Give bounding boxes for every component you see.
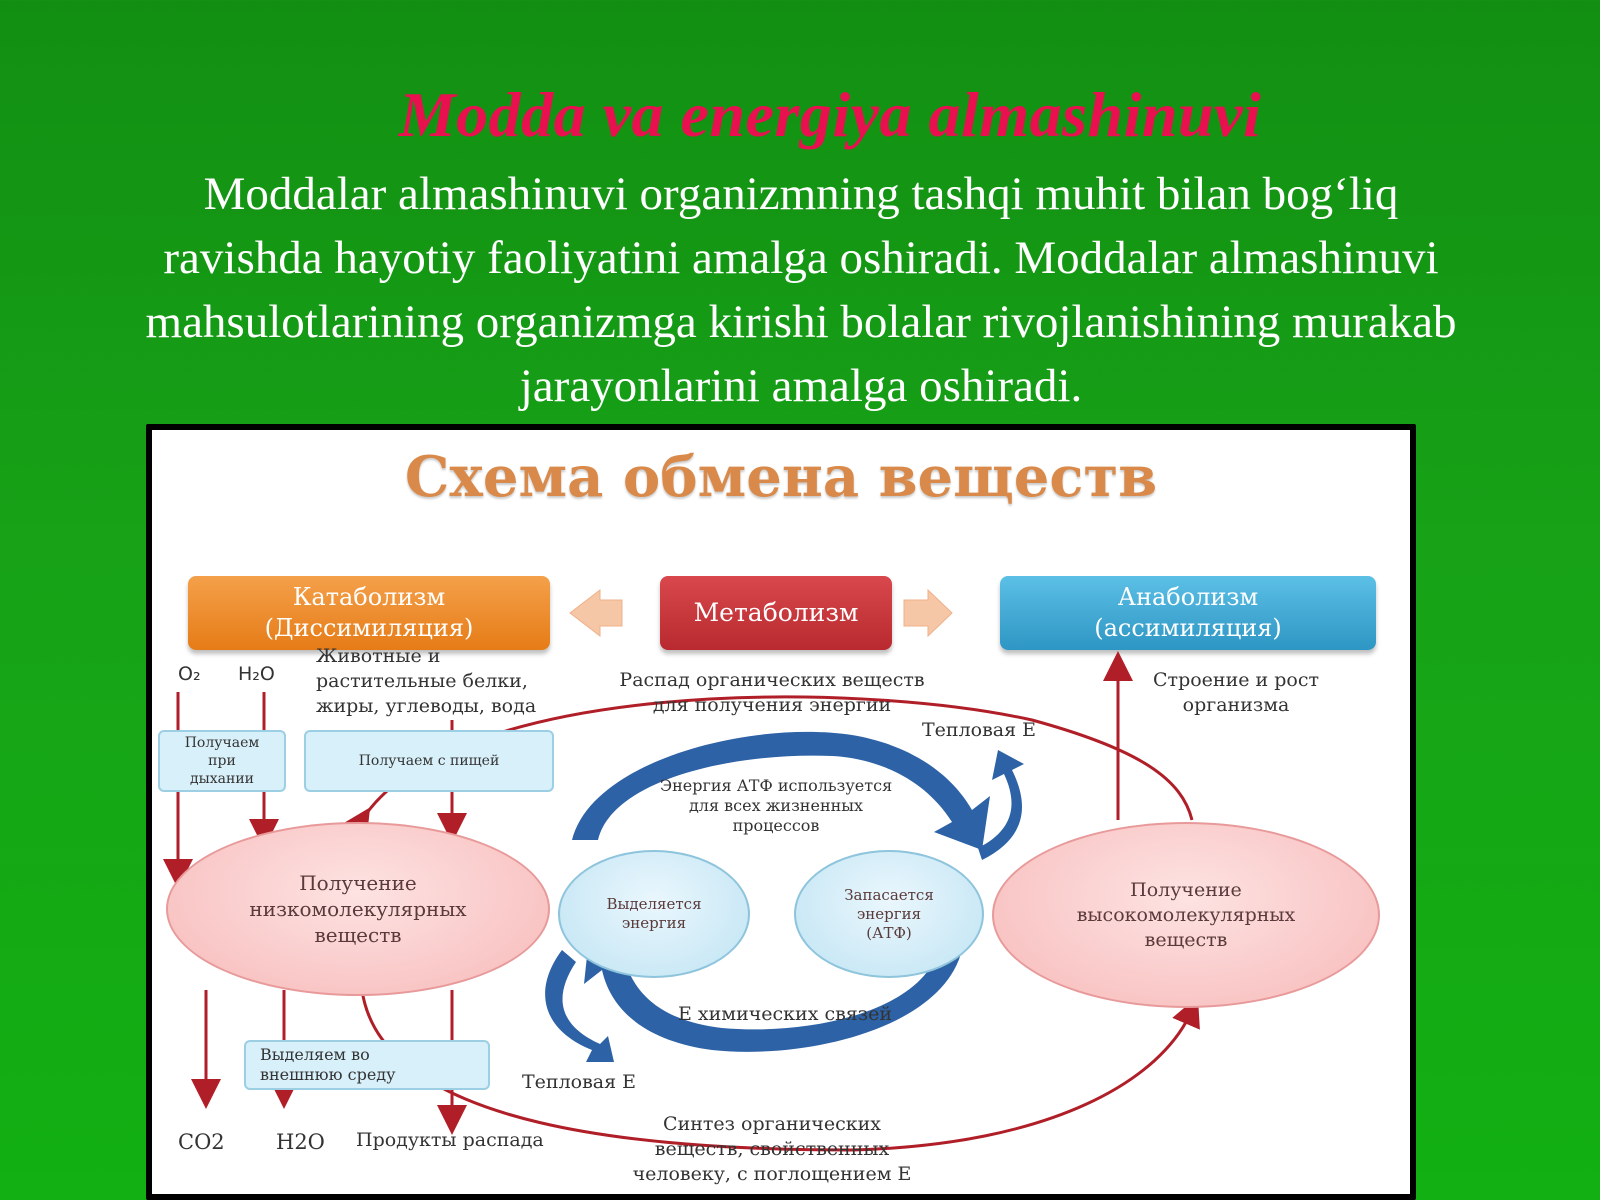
paragraph-line-3: mahsulotlarining organizmga kirishi bola… <box>145 296 1457 348</box>
left-block-arrow-icon <box>569 588 623 638</box>
paragraph-line-4: jarayonlarini amalga oshiradi. <box>519 360 1083 412</box>
atp-energy-line-1: Энергия АТФ используется <box>659 776 893 795</box>
animal-proteins-line-1: Животные и <box>316 645 441 667</box>
catabolism-label: Катаболизм <box>292 583 446 611</box>
received-breathing-line-3: дыхании <box>189 771 254 787</box>
synthesis-line-1: Синтез органических <box>663 1113 881 1135</box>
energy-stored-line-3: (АТФ) <box>866 923 912 942</box>
high-molecular-line-1: Получение <box>1130 878 1242 901</box>
chemical-bonds-label: Е химических связей <box>678 1003 893 1025</box>
h2o-top-label: H₂O <box>238 663 275 685</box>
high-molecular-ellipse: Получение высокомолекулярных веществ <box>992 822 1380 1008</box>
atp-energy-text: Энергия АТФ используется для всех жизнен… <box>636 776 916 836</box>
breakdown-line-1: Распад органических веществ <box>619 669 925 691</box>
o2-label: O₂ <box>178 663 201 685</box>
energy-released-line-1: Выделяется <box>606 895 702 913</box>
growth-text: Строение и рост организма <box>1136 668 1336 718</box>
anabolism-box: Анаболизм (ассимиляция) <box>1000 576 1376 650</box>
growth-line-2: организма <box>1182 694 1290 716</box>
received-food-label: Получаем с пищей <box>358 753 500 769</box>
diagram-title: Схема обмена веществ <box>404 444 1158 510</box>
catabolism-box: Катаболизм (Диссимиляция) <box>188 576 550 650</box>
heat-top-label: Тепловая Е <box>922 719 1037 741</box>
energy-stored-ellipse: Запасается энергия (АТФ) <box>794 850 984 978</box>
blue-cycle-bottom-arrow-icon <box>584 928 962 1052</box>
blue-heat-bottom-arrow-icon <box>545 950 614 1062</box>
atp-energy-line-2: для всех жизненных <box>688 796 864 815</box>
metabolism-box: Метаболизм <box>660 576 892 650</box>
breakdown-text: Распад органических веществ для получени… <box>592 668 952 718</box>
energy-stored-line-1: Запасается <box>844 885 934 904</box>
received-breathing-line-2: при <box>208 753 236 769</box>
animal-proteins-text: Животные и растительные белки, жиры, угл… <box>316 644 536 719</box>
animal-proteins-line-2: растительные белки, <box>316 670 528 692</box>
excrete-line-1: Выделяем во <box>260 1045 370 1064</box>
received-food-box: Получаем с пищей <box>304 730 554 792</box>
slide-title: Modda va energiya almashinuvi <box>398 79 1262 150</box>
synthesis-line-2: веществ, свойственных <box>654 1138 890 1160</box>
high-molecular-line-3: веществ <box>1144 928 1228 951</box>
energy-released-line-2: энергия <box>621 914 687 932</box>
decay-products-label: Продукты распада <box>356 1129 544 1151</box>
breakdown-line-2: для получения энергии <box>652 694 892 716</box>
anabolism-sublabel: (ассимиляция) <box>1094 614 1282 642</box>
received-breathing-box: Получаем при дыхании <box>158 730 286 792</box>
energy-stored-line-2: энергия <box>856 904 922 923</box>
catabolism-sublabel: (Диссимиляция) <box>264 614 474 642</box>
right-block-arrow-icon <box>903 588 953 638</box>
low-molecular-line-1: Получение <box>299 871 417 895</box>
synthesis-line-3: человеку, с поглощением Е <box>632 1163 912 1185</box>
low-molecular-ellipse: Получение низкомолекулярных веществ <box>166 822 550 996</box>
atp-energy-line-3: процессов <box>732 816 820 835</box>
metabolism-diagram: Схема обмена веществ Катаболизм (Диссими… <box>152 430 1410 1194</box>
blue-cycle-top-arrow-icon <box>572 731 990 850</box>
anabolism-label: Анаболизм <box>1117 583 1259 611</box>
low-molecular-line-2: низкомолекулярных <box>249 897 467 921</box>
low-molecular-line-3: веществ <box>314 923 402 947</box>
co2-label: CO2 <box>178 1130 225 1154</box>
heat-bottom-label: Тепловая Е <box>522 1071 637 1093</box>
synthesis-text: Синтез органических веществ, свойственны… <box>622 1112 922 1187</box>
excrete-box: Выделяем во внешнюю среду <box>244 1040 490 1090</box>
paragraph-line-1: Moddalar almashinuvi organizmning tashqi… <box>203 168 1399 220</box>
h2o-bottom-label: H2O <box>276 1130 325 1154</box>
energy-released-ellipse: Выделяется энергия <box>558 850 750 978</box>
high-molecular-line-2: высокомолекулярных <box>1076 903 1296 926</box>
growth-line-1: Строение и рост <box>1153 669 1319 691</box>
paragraph-line-2: ravishda hayotiy faoliyatini amalga oshi… <box>163 232 1439 284</box>
animal-proteins-line-3: жиры, углеводы, вода <box>316 695 537 717</box>
excrete-line-2: внешнюю среду <box>260 1065 396 1084</box>
received-breathing-line-1: Получаем <box>184 735 260 751</box>
blue-heat-top-arrow-icon <box>978 750 1024 860</box>
metabolism-label: Метаболизм <box>693 598 859 627</box>
